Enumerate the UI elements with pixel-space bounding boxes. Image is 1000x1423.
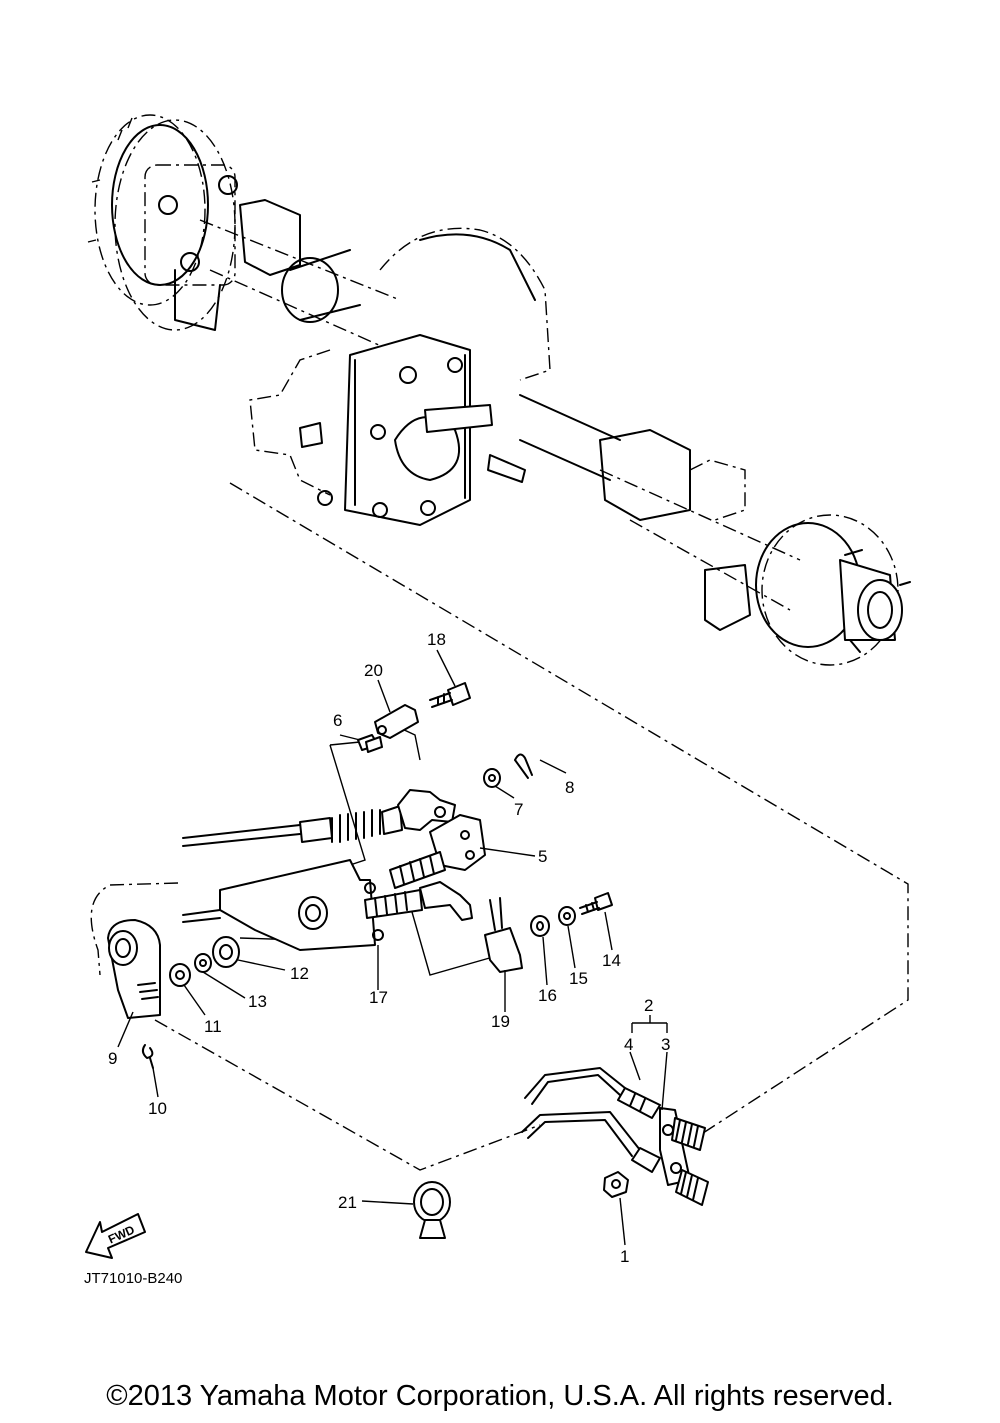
part-5-plate <box>389 814 486 889</box>
part-10-clip <box>141 1044 154 1069</box>
part-14-bolt <box>579 892 613 915</box>
leader-lines <box>117 649 668 1246</box>
callout-17: 17 <box>369 988 388 1007</box>
part-6-pin <box>357 734 383 753</box>
part-12-collar <box>212 936 240 968</box>
callout-5: 5 <box>538 847 547 866</box>
callout-11: 11 <box>204 1017 222 1036</box>
callout-2: 2 <box>644 996 653 1015</box>
callout-9: 9 <box>108 1049 117 1068</box>
callout-19: 19 <box>491 1012 510 1031</box>
copyright-notice: ©2013 Yamaha Motor Corporation, U.S.A. A… <box>106 1380 894 1412</box>
callout-21: 21 <box>338 1193 357 1212</box>
callout-10: 10 <box>148 1099 167 1118</box>
part-9-lever <box>107 919 161 1019</box>
lower-cable-end <box>364 881 473 921</box>
reference-lines <box>90 482 909 1171</box>
part-19-clip <box>484 897 523 973</box>
callout-7: 7 <box>514 800 523 819</box>
part-13-washer <box>194 953 212 973</box>
callout-3: 3 <box>661 1035 670 1054</box>
callout-18: 18 <box>427 630 446 649</box>
rear-axle-assembly <box>87 114 911 666</box>
callout-12: 12 <box>290 964 309 983</box>
part-8-cotter-pin <box>514 753 533 779</box>
callout-16: 16 <box>538 986 557 1005</box>
part-18-bolt <box>429 682 471 708</box>
part-7-washer <box>483 768 501 788</box>
callout-20: 20 <box>364 661 383 680</box>
callout-6: 6 <box>333 711 342 730</box>
callout-13: 13 <box>248 992 267 1011</box>
part-1-nut <box>603 1171 629 1198</box>
part-16-washer <box>530 915 550 937</box>
part-11-washer <box>169 963 191 987</box>
callout-14: 14 <box>602 951 621 970</box>
callouts: 18 20 6 8 7 5 14 15 16 12 13 17 19 11 2 … <box>108 630 670 1266</box>
diagram-code: JT71010-B240 <box>84 1270 182 1287</box>
cable-assembly-2 <box>521 1067 709 1206</box>
callout-8: 8 <box>565 778 574 797</box>
callout-15: 15 <box>569 969 588 988</box>
part-17-bracket <box>182 859 384 951</box>
fwd-arrow-icon: FWD <box>85 1213 146 1259</box>
callout-1: 1 <box>620 1247 629 1266</box>
part-21-clamp <box>413 1181 451 1239</box>
part-20-joint <box>374 704 419 739</box>
callout-4: 4 <box>624 1035 633 1054</box>
upper-cable <box>182 789 456 847</box>
part-15-lock-washer <box>558 906 576 926</box>
